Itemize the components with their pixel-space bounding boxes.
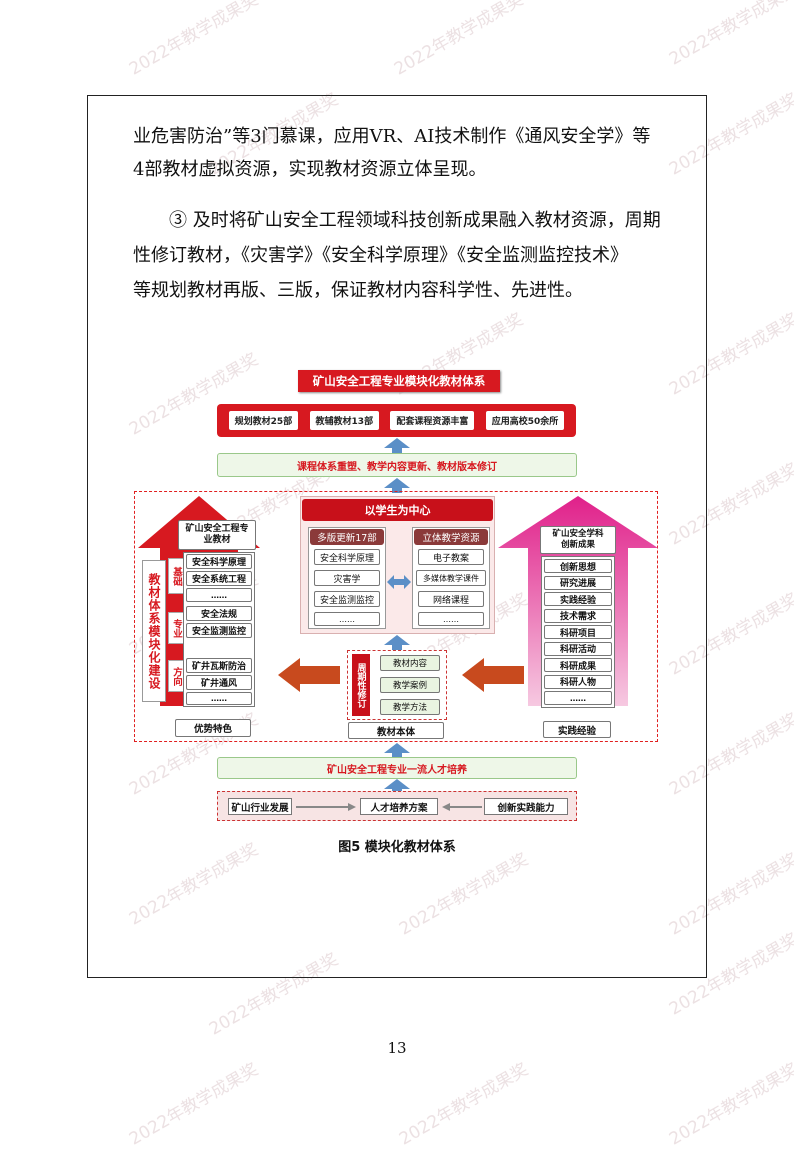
paragraph-line: 4部教材虚拟资源，实现教材资源立体呈现。 [133, 159, 487, 180]
up-arrow-icon [384, 635, 410, 645]
center-left-item: 安全监测监控 [314, 591, 380, 607]
left-arrow-icon [442, 803, 482, 811]
left-footer: 优势特色 [175, 719, 251, 737]
right-arrow-icon [296, 803, 356, 811]
watermark-text: 2022年教学成果奖 [125, 0, 262, 80]
right-item: 科研活动 [544, 641, 612, 656]
up-arrow-icon [384, 438, 410, 448]
right-item: 科研项目 [544, 625, 612, 639]
cycle-item: 教学案例 [380, 677, 440, 693]
foundation-item: 人才培养方案 [360, 798, 438, 815]
watermark-text: 2022年教学成果奖 [390, 0, 527, 80]
top-item: 规划教材25部 [228, 411, 299, 430]
left-item: 安全法规 [186, 606, 252, 621]
reform-bar: 课程体系重塑、教学内容更新、教材版本修订 [217, 453, 577, 477]
watermark-text: 2022年教学成果奖 [395, 1059, 532, 1150]
paragraph-line: 业危害防治”等3门慕课，应用VR、AI技术制作《通风安全学》等 [133, 126, 651, 147]
center-left-item: 灾害学 [314, 570, 380, 586]
center-right-item: …… [418, 612, 484, 626]
up-arrow-body [392, 485, 402, 493]
page-frame [87, 95, 707, 978]
paragraph-line: 性修订教材，《灾害学》《安全科学原理》《安全监测监控技术》 [133, 245, 628, 266]
right-item: …… [544, 691, 612, 705]
left-pointing-arrow-icon [278, 658, 340, 692]
watermark-text: 2022年教学成果奖 [665, 1059, 794, 1150]
foundation-bar: 矿山行业发展 人才培养方案 创新实践能力 [217, 791, 577, 821]
talent-bar: 矿山安全工程专业一流人才培养 [217, 757, 577, 779]
center-right-item: 网络课程 [418, 591, 484, 607]
page-number: 13 [387, 1039, 407, 1057]
left-item: 矿井瓦斯防治 [186, 658, 252, 673]
left-tag: 基础 [168, 558, 184, 594]
right-header-text: 矿山安全学科创新成果 [552, 529, 604, 550]
top-item: 配套课程资源丰富 [390, 411, 475, 430]
center-left-header: 多版更新17部 [310, 529, 384, 545]
left-header: 矿山安全工程专业教材 [178, 520, 256, 550]
left-item: …… [186, 588, 252, 602]
center-right-item: 电子教案 [418, 549, 484, 565]
top-achievements-bar: 规划教材25部 教辅教材13部 配套课程资源丰富 应用高校50余所 [217, 404, 576, 437]
center-right-header: 立体教学资源 [414, 529, 488, 545]
up-arrow-icon [384, 478, 410, 488]
foundation-item: 矿山行业发展 [228, 798, 292, 815]
left-item: 安全监测监控 [186, 623, 252, 638]
left-header-text: 矿山安全工程专业教材 [185, 524, 249, 545]
cycle-item: 教材内容 [380, 655, 440, 671]
right-item: 科研人物 [544, 674, 612, 689]
center-header: 以学生为中心 [302, 499, 493, 521]
center-left-item: …… [314, 612, 380, 626]
center-left-item: 安全科学原理 [314, 549, 380, 565]
left-pointing-arrow-icon [462, 658, 524, 692]
left-tag: 专业 [168, 612, 184, 644]
paragraph-line: ③ 及时将矿山安全工程领域科技创新成果融入教材资源，周期 [169, 210, 661, 231]
right-item: 科研成果 [544, 658, 612, 672]
left-item: 安全科学原理 [186, 554, 252, 569]
up-arrow-icon [384, 779, 410, 789]
up-arrow-body [392, 642, 402, 650]
right-item: 研究进展 [544, 575, 612, 590]
cycle-item: 教学方法 [380, 699, 440, 715]
up-arrow-body [392, 445, 402, 453]
double-arrow-icon [387, 575, 411, 589]
left-item: …… [186, 692, 252, 705]
left-item: 矿井通风 [186, 675, 252, 690]
diagram-title: 矿山安全工程专业模块化教材体系 [298, 370, 500, 392]
watermark-text: 2022年教学成果奖 [665, 0, 794, 70]
left-tag: 方向 [168, 660, 184, 692]
right-header: 矿山安全学科创新成果 [540, 526, 616, 554]
foundation-item: 创新实践能力 [484, 798, 568, 815]
center-right-item: 多媒体教学课件 [416, 570, 486, 586]
paragraph-line: 等规划教材再版、三版，保证教材内容科学性、先进性。 [133, 280, 583, 301]
up-arrow-body [392, 750, 402, 758]
left-vertical-label: 教材体系模块化建设 [142, 560, 166, 702]
figure-caption: 图5 模块化教材体系 [338, 840, 456, 855]
right-item: 实践经验 [544, 592, 612, 606]
module-dashed-frame [134, 491, 658, 742]
core-label: 教材本体 [348, 722, 444, 739]
top-item: 教辅教材13部 [309, 411, 380, 430]
cycle-vertical-label: 周期性修订 [352, 654, 370, 716]
right-footer: 实践经验 [543, 721, 611, 738]
right-item: 创新思想 [544, 559, 612, 573]
left-item: 安全系统工程 [186, 571, 252, 586]
up-arrow-icon [384, 743, 410, 753]
watermark-text: 2022年教学成果奖 [125, 1059, 262, 1150]
top-item: 应用高校50余所 [485, 411, 565, 430]
right-item: 技术需求 [544, 608, 612, 623]
